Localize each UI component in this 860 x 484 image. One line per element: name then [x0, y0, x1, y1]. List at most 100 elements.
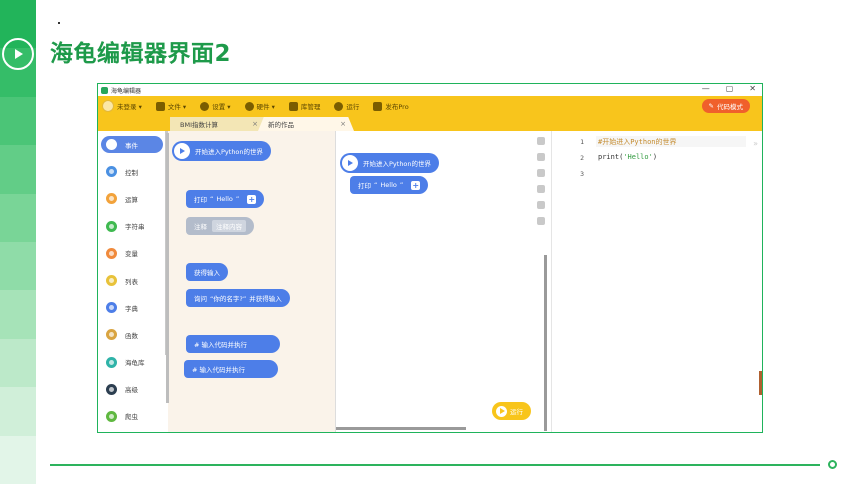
close-window-button[interactable]: ✕	[749, 84, 756, 93]
zoom-out-icon[interactable]	[537, 201, 545, 209]
tab-bmi[interactable]: BMI指数计算 ×	[170, 117, 266, 131]
workspace-start-block[interactable]: 开始进入Python的世界	[340, 153, 440, 173]
play-badge-icon	[2, 38, 34, 70]
category-item[interactable]: 运算	[98, 185, 168, 212]
palette-start-block[interactable]: 开始进入Python的世界	[172, 141, 272, 161]
menu-bar: 未登录 ▾ 文件 ▾ 设置 ▾ 硬件 ▾ 库管理 运行 发布Pro ✎ 代码模式	[98, 96, 762, 116]
category-icon	[106, 329, 117, 341]
menu-hardware[interactable]: 硬件 ▾	[244, 101, 275, 111]
quote-close: ”	[235, 195, 240, 203]
code-line-print[interactable]: print('Hello')	[598, 153, 657, 161]
send-icon	[373, 101, 383, 111]
slide-title: 海龟编辑器界面2	[50, 41, 232, 67]
palette-code-block-2[interactable]: # 输入代码并执行	[184, 360, 278, 378]
tab-close-icon[interactable]: ×	[252, 120, 258, 128]
start-play-icon	[342, 155, 358, 171]
block-label: 获得输入	[194, 269, 220, 277]
category-item[interactable]: 列表	[98, 267, 168, 294]
category-icon	[106, 139, 117, 151]
category-label: 字典	[125, 304, 138, 313]
redo-icon[interactable]	[537, 153, 545, 161]
line-number: 1	[580, 138, 584, 146]
category-item[interactable]: 字符串	[98, 213, 168, 240]
palette-ask-block[interactable]: 询问 “你的名字?” 并获得输入	[186, 289, 290, 307]
stripe-segment	[0, 241, 36, 291]
line-number: 2	[580, 154, 584, 162]
tab-close-icon[interactable]: ×	[340, 120, 346, 128]
workspace-toolbar	[537, 137, 545, 225]
menu-login[interactable]: 未登录 ▾	[102, 100, 142, 112]
palette-input-block[interactable]: 获得输入	[186, 263, 228, 281]
category-item[interactable]: 控制	[98, 158, 168, 185]
palette-comment-block[interactable]: 注释 注释内容	[186, 217, 254, 235]
palette-code-block-1[interactable]: # 输入代码并执行	[186, 335, 280, 353]
menu-file[interactable]: 文件 ▾	[155, 101, 187, 111]
tab-label: BMI指数计算	[180, 121, 218, 129]
stripe-segment	[0, 145, 36, 194]
workspace-horizontal-scrollbar[interactable]	[336, 427, 466, 430]
code-editor[interactable]: 1 2 3 #开始进入Python的世界 print('Hello') »	[552, 131, 762, 432]
tab-new-work[interactable]: 新的作品 ×	[258, 117, 354, 131]
line-gutter: 1 2 3	[552, 131, 592, 432]
minimize-button[interactable]: —	[701, 84, 710, 93]
stripe-segment	[0, 96, 36, 146]
tab-bar: BMI指数计算 × 新的作品 ×	[98, 116, 762, 131]
category-item[interactable]: 字典	[98, 294, 168, 321]
zoom-in-icon[interactable]	[537, 185, 545, 193]
category-item[interactable]: 高级	[98, 376, 168, 403]
category-item[interactable]: 变量	[98, 240, 168, 267]
block-label: 开始进入Python的世界	[363, 160, 432, 168]
block-palette: 开始进入Python的世界 打印 “Hello” + 注释 注释内容 获得输入 …	[166, 131, 336, 432]
bottom-divider	[50, 464, 820, 466]
reset-zoom-icon[interactable]	[537, 169, 545, 177]
stripe-segment	[0, 193, 36, 242]
run-button[interactable]: 运行	[492, 402, 531, 420]
menu-settings[interactable]: 设置 ▾	[200, 101, 231, 111]
menu-label: 文件 ▾	[167, 103, 187, 111]
editor-window: 海龟编辑器 — ▢ ✕ 未登录 ▾ 文件 ▾ 设置 ▾ 硬件 ▾ 库管理 运行 …	[97, 83, 763, 433]
add-arg-icon[interactable]: +	[411, 180, 421, 190]
menu-label: 库管理	[300, 103, 321, 111]
category-icon	[106, 220, 117, 232]
category-item[interactable]: 海龟库	[98, 349, 168, 376]
code-mode-button[interactable]: ✎ 代码模式	[701, 99, 750, 113]
category-item[interactable]: 函数	[98, 321, 168, 348]
stripe-segment	[0, 290, 36, 339]
code-token: )	[652, 153, 658, 161]
menu-run[interactable]: 运行	[334, 101, 359, 111]
workspace-vertical-scrollbar[interactable]	[544, 255, 547, 431]
block-keyword: 并获得输入	[249, 295, 282, 303]
window-title: 海龟编辑器	[111, 87, 142, 95]
block-value[interactable]: Hello	[216, 195, 233, 203]
category-icon	[106, 383, 117, 395]
palette-print-block[interactable]: 打印 “Hello” +	[186, 190, 265, 208]
app-logo-icon	[101, 86, 108, 94]
editor-scrollbar[interactable]	[759, 371, 762, 395]
undo-icon[interactable]	[537, 137, 545, 145]
block-value[interactable]: Hello	[380, 181, 397, 189]
maximize-button[interactable]: ▢	[725, 84, 734, 93]
category-label: 控制	[125, 168, 138, 177]
block-keyword: 询问	[194, 295, 207, 303]
align-icon[interactable]	[537, 217, 545, 225]
add-arg-icon[interactable]: +	[247, 194, 257, 204]
menu-label: 未登录 ▾	[117, 103, 142, 111]
active-category-pill	[101, 136, 163, 154]
menu-publish[interactable]: 发布Pro	[373, 101, 409, 111]
block-label: # 输入代码并执行	[192, 366, 246, 374]
code-line-comment[interactable]: #开始进入Python的世界	[598, 138, 677, 146]
quote-open: “	[374, 181, 378, 189]
palette-scrollbar[interactable]	[166, 133, 169, 403]
workspace-print-block[interactable]: 打印 “Hello” +	[350, 176, 429, 194]
block-workspace[interactable]: 开始进入Python的世界 打印 “Hello” +	[336, 131, 552, 432]
stripe-segment	[0, 435, 36, 484]
block-value[interactable]: 注释内容	[212, 220, 246, 232]
category-item[interactable]: 爬虫	[98, 403, 168, 430]
menu-label: 设置 ▾	[212, 103, 231, 111]
block-value[interactable]: “你的名字?”	[210, 295, 247, 303]
collapse-panel-icon[interactable]: »	[753, 139, 758, 148]
menu-library[interactable]: 库管理	[288, 101, 321, 111]
library-icon	[288, 101, 298, 111]
category-icon	[106, 247, 117, 259]
category-item[interactable]: 事件	[98, 131, 168, 158]
